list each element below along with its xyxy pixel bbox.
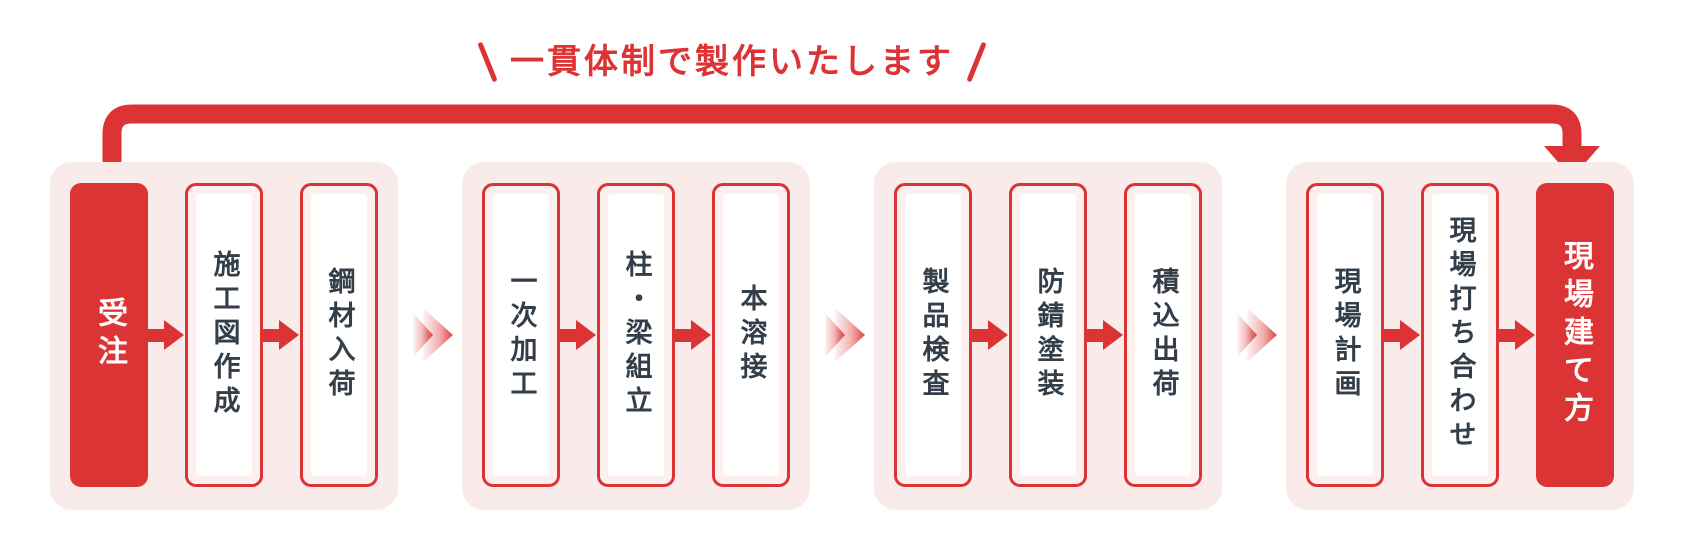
diagram-title: 一貫体制で製作いたします — [0, 36, 1464, 88]
flow-step-label: 製品検査 — [918, 267, 949, 403]
group-chevron-icon — [825, 308, 865, 362]
flow-step-steel-arrival: 鋼材入荷 — [300, 183, 378, 487]
step-arrow-icon — [1086, 320, 1123, 350]
flow-step-primary-processing: 一次加工 — [482, 183, 560, 487]
flow-group-site-work: 現場計画 現場打ち合わせ 現場建て方 — [1286, 162, 1634, 510]
flow-step-site-erection: 現場建て方 — [1536, 183, 1614, 487]
step-arrow-icon — [147, 320, 184, 350]
flow-step-site-meeting: 現場打ち合わせ — [1421, 183, 1499, 487]
step-arrow-icon — [1498, 320, 1535, 350]
flow-step-label: 現場計画 — [1330, 267, 1361, 403]
flow-group-order-and-preparation: 受注 施工図作成 鋼材入荷 — [50, 162, 398, 510]
flow-step-label: 防錆塗装 — [1033, 267, 1064, 403]
step-arrow-icon — [262, 320, 299, 350]
title-slash-right-icon — [966, 41, 987, 83]
diagram-title-text: 一貫体制で製作いたします — [510, 43, 954, 81]
flow-step-label: 積込出荷 — [1148, 267, 1179, 403]
flow-step-label: 柱・梁組立 — [621, 250, 652, 420]
step-arrow-icon — [1383, 320, 1420, 350]
flow-step-label: 施工図作成 — [209, 250, 240, 420]
flow-step-rust-proof-painting: 防錆塗装 — [1009, 183, 1087, 487]
flow-step-product-inspection: 製品検査 — [894, 183, 972, 487]
flow-step-label: 現場建て方 — [1559, 240, 1592, 430]
step-arrow-icon — [674, 320, 711, 350]
flow-step-loading-shipping: 積込出荷 — [1124, 183, 1202, 487]
group-chevron-icon — [1237, 308, 1277, 362]
flow-step-site-planning: 現場計画 — [1306, 183, 1384, 487]
flow-step-label: 鋼材入荷 — [324, 267, 355, 403]
flow-step-main-welding: 本溶接 — [712, 183, 790, 487]
step-arrow-icon — [559, 320, 596, 350]
flow-group-fabrication: 一次加工 柱・梁組立 本溶接 — [462, 162, 810, 510]
flow-step-label: 本溶接 — [736, 284, 767, 386]
group-chevron-icon — [413, 308, 453, 362]
step-arrow-icon — [971, 320, 1008, 350]
flow-step-label: 現場打ち合わせ — [1445, 216, 1476, 454]
flow-step-label: 一次加工 — [506, 267, 537, 403]
flow-step-label: 受注 — [93, 297, 126, 373]
flow-step-column-beam-assembly: 柱・梁組立 — [597, 183, 675, 487]
flow-step-order: 受注 — [70, 183, 148, 487]
flow-step-shop-drawing: 施工図作成 — [185, 183, 263, 487]
title-slash-left-icon — [477, 41, 498, 83]
flow-group-inspection-and-shipping: 製品検査 防錆塗装 積込出荷 — [874, 162, 1222, 510]
